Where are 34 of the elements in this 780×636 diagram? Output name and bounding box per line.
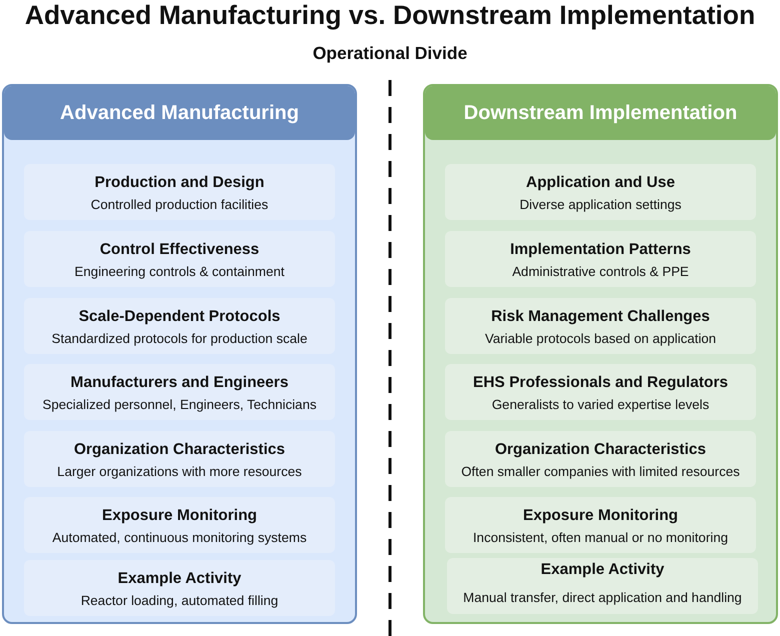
card-description: Administrative controls & PPE <box>512 263 689 281</box>
card-description: Manual transfer, direct application and handling <box>463 589 742 607</box>
card-heading: Application and Use <box>526 173 675 193</box>
card-heading: Implementation Patterns <box>510 240 691 260</box>
card-heading: Control Effectiveness <box>100 240 260 260</box>
card-description: Standardized protocols for production scale <box>52 330 308 348</box>
card-heading: Exposure Monitoring <box>523 506 678 526</box>
card-heading: Exposure Monitoring <box>102 506 257 526</box>
card-heading: EHS Professionals and Regulators <box>473 373 728 393</box>
card-description: Reactor loading, automated filling <box>80 592 278 610</box>
card-heading: Production and Design <box>94 173 264 193</box>
diagram-title: Advanced Manufacturing vs. Downstream Implementation <box>24 0 756 30</box>
card-heading: Risk Management Challenges <box>491 307 710 327</box>
card-description: Inconsistent, often manual or no monitoring <box>472 529 728 547</box>
card-description: Diverse application settings <box>520 196 682 214</box>
card-heading: Example Activity <box>540 560 664 580</box>
card-heading: Organization Characteristics <box>494 440 706 460</box>
card-heading: Example Activity <box>118 569 242 589</box>
card-description: Automated, continuous monitoring systems <box>52 529 307 547</box>
card-description: Specialized personnel, Engineers, Technicians <box>42 396 316 414</box>
panel-header: Advanced Manufacturing <box>4 86 355 140</box>
card-heading: Scale-Dependent Protocols <box>78 307 280 327</box>
card-description: Generalists to varied expertise levels <box>492 396 710 414</box>
panel-header: Downstream Implementation <box>425 86 776 140</box>
card-description: Variable protocols based on application <box>484 330 716 348</box>
card-heading: Organization Characteristics <box>74 440 286 460</box>
card-description: Often smaller companies with limited resources <box>461 463 740 481</box>
card-heading: Manufacturers and Engineers <box>70 373 288 393</box>
card-description: Engineering controls & containment <box>74 263 284 281</box>
divider-label: Operational Divide <box>312 43 468 63</box>
card-description: Controlled production facilities <box>90 196 268 214</box>
column-panel <box>423 84 778 624</box>
card-description: Larger organizations with more resources <box>57 463 302 481</box>
column-panel <box>2 84 357 624</box>
